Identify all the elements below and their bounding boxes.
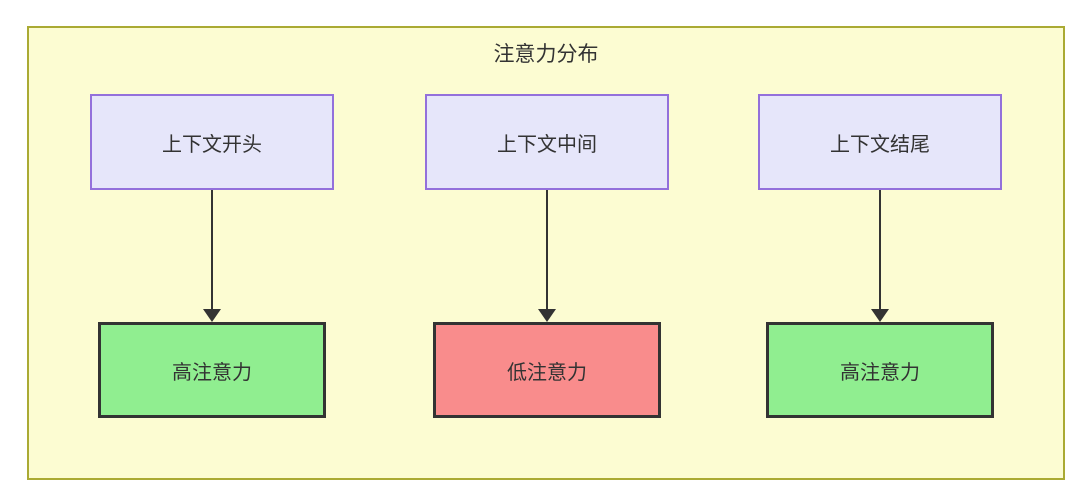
- column-context-end: 上下文结尾 高注意力: [758, 94, 1002, 418]
- node-label: 高注意力: [840, 361, 920, 384]
- node-label: 上下文开头: [162, 133, 262, 156]
- diagram-frame: 注意力分布 上下文开头 高注意力 上下文中间 低注意力: [27, 26, 1065, 480]
- node-label: 高注意力: [172, 361, 252, 384]
- arrow-end-to-high: [871, 190, 889, 322]
- node-high-attention-right: 高注意力: [766, 322, 994, 418]
- arrowhead-down-icon: [538, 309, 556, 322]
- node-context-start: 上下文开头: [90, 94, 334, 190]
- arrow-middle-to-low: [538, 190, 556, 322]
- arrow-shaft: [879, 190, 881, 309]
- node-context-middle: 上下文中间: [425, 94, 669, 190]
- node-context-end: 上下文结尾: [758, 94, 1002, 190]
- column-context-start: 上下文开头 高注意力: [90, 94, 334, 418]
- node-low-attention: 低注意力: [433, 322, 661, 418]
- diagram-title: 注意力分布: [493, 43, 599, 66]
- arrowhead-down-icon: [871, 309, 889, 322]
- arrow-start-to-high: [203, 190, 221, 322]
- node-label: 上下文中间: [497, 133, 597, 156]
- node-label: 低注意力: [507, 361, 587, 384]
- arrow-shaft: [211, 190, 213, 309]
- node-high-attention-left: 高注意力: [98, 322, 326, 418]
- arrowhead-down-icon: [203, 309, 221, 322]
- node-label: 上下文结尾: [830, 133, 930, 156]
- arrow-shaft: [546, 190, 548, 309]
- column-context-middle: 上下文中间 低注意力: [425, 94, 669, 418]
